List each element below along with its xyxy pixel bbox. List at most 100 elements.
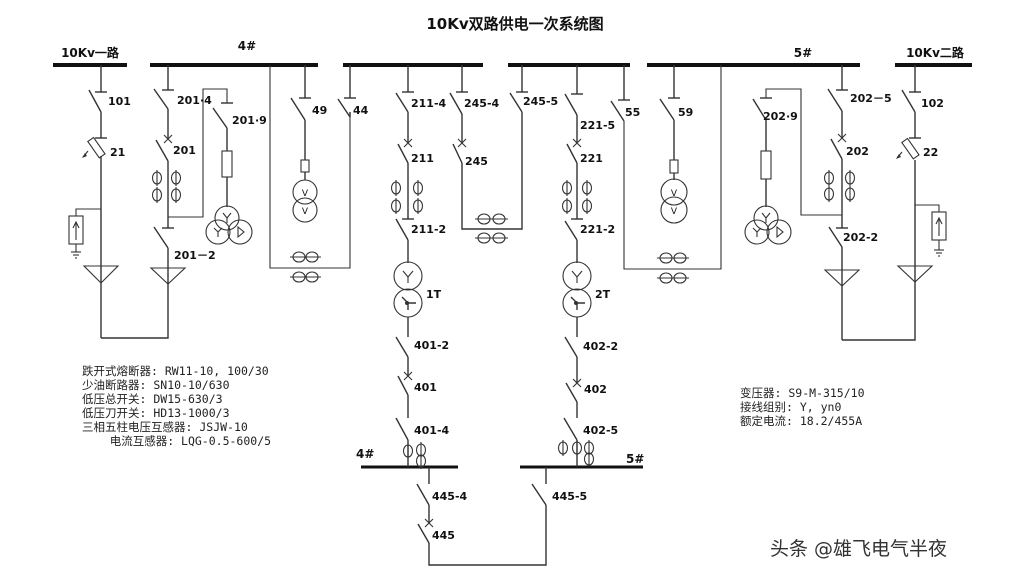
- feeder-202: [823, 65, 916, 341]
- breaker-445[interactable]: [417, 523, 430, 544]
- spec-line: 少油断路器: SN10-10/630: [82, 378, 230, 392]
- lv-bus-label-5: 5#: [626, 452, 644, 466]
- bus-label-5: 5#: [794, 46, 812, 60]
- label-445-5: 445-5: [552, 490, 587, 503]
- label-445: 445: [432, 529, 455, 542]
- switch-201-2[interactable]: [153, 226, 169, 249]
- spec-line: 变压器: S9-M-315/10: [740, 386, 865, 400]
- switch-102[interactable]: [901, 89, 916, 113]
- label-445-4: 445-4: [432, 490, 468, 503]
- label-201-9: 201·9: [232, 114, 267, 127]
- label-211-2: 211-2: [411, 223, 446, 236]
- label-202-5: 202－5: [850, 92, 892, 105]
- label-59: 59: [678, 106, 693, 119]
- lv-bus-tie-445: [416, 467, 547, 566]
- bus-tie-245: [449, 65, 528, 244]
- label-401-4: 401-4: [414, 424, 450, 437]
- label-401: 401: [414, 381, 437, 394]
- label-202-2: 202-2: [843, 231, 878, 244]
- pt-201-9: [205, 102, 253, 245]
- feeder-211-transformer-1t: [390, 65, 427, 470]
- breaker-202[interactable]: [830, 138, 843, 160]
- lv-bus-label-4: 4#: [356, 447, 374, 461]
- diagram-title: 10Kv双路供电一次系统图: [426, 15, 603, 33]
- switch-211-4[interactable]: [395, 92, 409, 113]
- switch-211-2[interactable]: [395, 218, 409, 241]
- breaker-211[interactable]: [397, 143, 409, 164]
- switch-202-2[interactable]: [828, 226, 843, 248]
- label-101: 101: [108, 95, 131, 108]
- switch-245-4[interactable]: [449, 92, 463, 115]
- switch-201-4[interactable]: [153, 88, 169, 110]
- cable-terminal-201: [149, 267, 187, 285]
- switch-245-5[interactable]: [509, 92, 523, 113]
- spec-line: 电流互感器: LQG-0.5-600/5: [82, 434, 271, 448]
- dropout-fuse-22[interactable]: [896, 137, 920, 160]
- switch-44[interactable]: [337, 98, 351, 118]
- switch-401-4[interactable]: [395, 417, 409, 441]
- label-201: 201: [173, 144, 196, 157]
- cable-terminal-2: [896, 265, 934, 283]
- switch-49[interactable]: [290, 97, 306, 121]
- label-55: 55: [625, 106, 640, 119]
- spec-line: 低压总开关: DW15-630/3: [82, 392, 223, 406]
- switch-402-5[interactable]: [563, 417, 578, 441]
- label-21: 21: [110, 146, 125, 159]
- bus-label-4: 4#: [238, 39, 256, 53]
- breaker-245[interactable]: [452, 143, 463, 164]
- switch-402-2[interactable]: [564, 336, 578, 358]
- breaker-221[interactable]: [566, 143, 578, 164]
- switch-59[interactable]: [659, 98, 675, 121]
- spec-line: 额定电流: 18.2/455A: [740, 414, 862, 428]
- feeder-221-transformer-2t: [557, 65, 595, 468]
- dropout-fuse-21[interactable]: [82, 136, 106, 159]
- label-402-5: 402-5: [583, 424, 618, 437]
- switch-445-5[interactable]: [531, 483, 547, 506]
- label-211-4: 211-4: [411, 97, 447, 110]
- switch-401-2[interactable]: [395, 336, 409, 358]
- label-221: 221: [580, 152, 603, 165]
- switch-221-2[interactable]: [564, 220, 578, 241]
- feeder-201: [149, 65, 228, 285]
- switch-445-4[interactable]: [416, 483, 430, 506]
- spec-line: 三相五柱电压互感器: JSJW-10: [82, 420, 248, 434]
- label-245-4: 245-4: [464, 97, 500, 110]
- label-2t: 2T: [595, 288, 611, 301]
- switch-201-9[interactable]: [212, 107, 228, 129]
- spec-notes-right: 变压器: S9-M-315/10 接线组别: Y, yn0 额定电流: 18.2…: [740, 386, 865, 428]
- label-44: 44: [353, 104, 369, 117]
- label-102: 102: [921, 97, 944, 110]
- label-202-9: 202·9: [763, 110, 798, 123]
- label-49: 49: [312, 104, 327, 117]
- switch-55[interactable]: [610, 100, 625, 122]
- cable-terminal-1: [82, 265, 120, 284]
- switch-101[interactable]: [88, 89, 102, 113]
- incoming-feeder-2: [896, 65, 947, 283]
- breaker-402[interactable]: [565, 382, 578, 403]
- breaker-201[interactable]: [155, 139, 169, 162]
- tie-loop-5: [623, 65, 722, 270]
- switch-202-9[interactable]: [752, 98, 767, 121]
- pt-49-v2: V: [302, 207, 309, 217]
- bus-label-incoming-1: 10Kv一路: [61, 45, 120, 60]
- spec-notes-left: 跌开式熔断器: RW11-10, 100/30 少油断路器: SN10-10/6…: [82, 364, 271, 448]
- label-221-5: 221-5: [580, 119, 615, 132]
- breaker-401[interactable]: [397, 375, 409, 396]
- incoming-feeder-1: [68, 65, 169, 339]
- pt-202-9: [744, 88, 842, 245]
- ct-bus-4: [289, 251, 322, 283]
- pt-59: V V: [659, 65, 688, 224]
- pt-49: V V: [290, 65, 318, 223]
- label-202: 202: [846, 145, 869, 158]
- switch-202-5[interactable]: [827, 88, 843, 112]
- switch-221-5[interactable]: [564, 93, 578, 116]
- bus-label-incoming-2: 10Kv二路: [906, 45, 965, 60]
- surge-arrester-2: [915, 204, 947, 257]
- label-201-4: 201·4: [177, 94, 212, 107]
- ct-201: [151, 169, 182, 204]
- tie-loop-4: [269, 65, 351, 269]
- bus-bars: [53, 63, 972, 469]
- ct-bus-5: [656, 252, 690, 284]
- spec-line: 跌开式熔断器: RW11-10, 100/30: [82, 364, 269, 378]
- pt-59-v2: V: [671, 207, 678, 217]
